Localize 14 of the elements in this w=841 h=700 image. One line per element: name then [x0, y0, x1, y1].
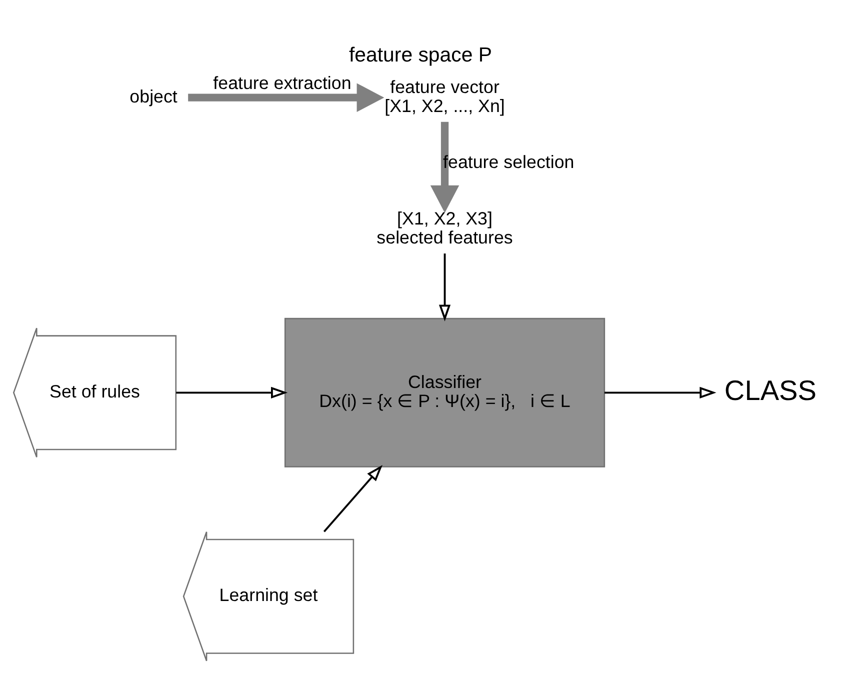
arrow: [430, 121, 460, 212]
node-text: [X1, X2, X3] selected features: [376, 208, 513, 247]
arrow: [176, 386, 288, 398]
node-text: CLASS: [724, 374, 817, 406]
arrow: [323, 464, 383, 532]
diagram-title: feature space P: [348, 44, 492, 66]
node-text: feature vector [X1, X2, ..., Xn]: [384, 76, 505, 116]
arrow: [438, 252, 451, 321]
edge-label: feature extraction: [213, 72, 352, 92]
node-box: Classifier Dx(i) = {x ∈ P : Ψ(x) = i}, i ∈ L: [284, 317, 606, 467]
node-text: object: [130, 86, 178, 106]
edge-label: feature selection: [443, 152, 574, 172]
arrow: [604, 386, 716, 398]
arrow: [188, 82, 384, 112]
